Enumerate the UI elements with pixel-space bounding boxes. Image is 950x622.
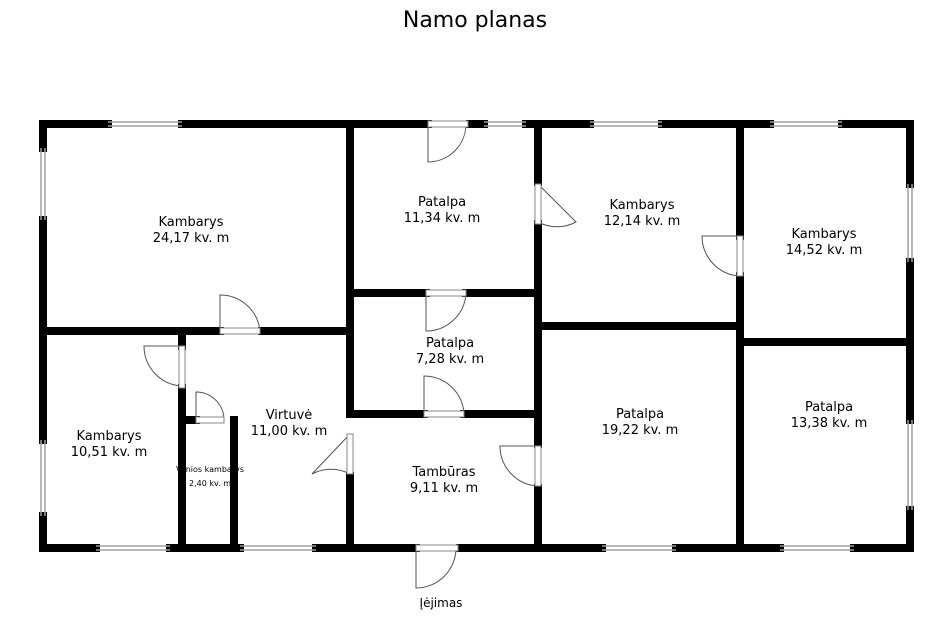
room-area: 9,11 kv. m bbox=[410, 481, 478, 496]
room-name: Patalpa bbox=[426, 336, 474, 351]
room-name: Patalpa bbox=[616, 407, 664, 422]
room-name: Tambūras bbox=[412, 465, 476, 480]
walls bbox=[39, 120, 914, 552]
room-name: Kambarys bbox=[159, 215, 224, 230]
room-area: 2,40 kv. m bbox=[189, 479, 231, 488]
entrance-label: Įėjimas bbox=[420, 596, 463, 610]
room-name: Kambarys bbox=[792, 227, 857, 242]
room-labels: Kambarys 24,17 kv. m Patalpa 11,34 kv. m… bbox=[71, 195, 868, 496]
room-area: 11,34 kv. m bbox=[404, 211, 481, 226]
room-name: Kambarys bbox=[610, 198, 675, 213]
room-name: Patalpa bbox=[805, 400, 853, 415]
page-title: Namo planas bbox=[402, 8, 548, 33]
room-name: Virtuvė bbox=[266, 408, 313, 423]
room-area: 7,28 kv. m bbox=[416, 352, 484, 367]
room-name: Patalpa bbox=[418, 195, 466, 210]
room-area: 24,17 kv. m bbox=[153, 231, 230, 246]
room-area: 11,00 kv. m bbox=[251, 424, 328, 439]
room-area: 19,22 kv. m bbox=[602, 423, 679, 438]
room-area: 12,14 kv. m bbox=[604, 214, 681, 229]
room-name: Kambarys bbox=[77, 429, 142, 444]
room-name: Vonios kambarys bbox=[176, 465, 244, 474]
room-area: 13,38 kv. m bbox=[791, 416, 868, 431]
doors bbox=[143, 120, 744, 589]
room-area: 14,52 kv. m bbox=[786, 243, 863, 258]
windows bbox=[40, 121, 913, 551]
room-area: 10,51 kv. m bbox=[71, 445, 148, 460]
